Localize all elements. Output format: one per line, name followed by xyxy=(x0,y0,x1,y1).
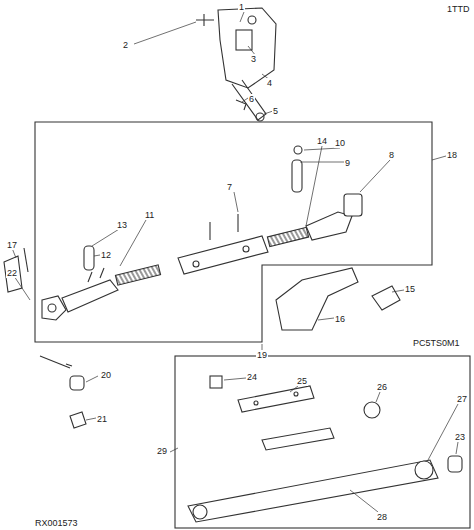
clip xyxy=(236,100,246,110)
callout-number: 1 xyxy=(238,2,245,12)
bracket-slot xyxy=(236,30,252,50)
link-plate xyxy=(238,386,314,412)
leader-lines xyxy=(12,12,458,512)
callout-number: 29 xyxy=(156,446,168,456)
group-frame xyxy=(35,122,432,342)
callout-number: 10 xyxy=(334,138,346,148)
callout-number: 23 xyxy=(454,432,466,442)
callout-number: 12 xyxy=(100,250,112,260)
lower-link-frame xyxy=(175,356,470,528)
nut xyxy=(210,376,222,388)
left-link-body xyxy=(62,280,118,312)
pin-sleeve xyxy=(344,194,362,216)
callout-number: 6 xyxy=(248,94,255,104)
right-thread xyxy=(267,227,308,246)
callout-number: 25 xyxy=(296,376,308,386)
grease-fitting xyxy=(237,214,238,232)
callout-number: 9 xyxy=(344,158,351,168)
callout-number: 19 xyxy=(256,350,268,360)
link-strap xyxy=(262,428,334,450)
bolt xyxy=(196,14,214,26)
grease-fitting xyxy=(209,222,210,240)
bracket-hole xyxy=(248,16,256,24)
callout-number: 28 xyxy=(376,512,388,522)
callout-number: 13 xyxy=(116,220,128,230)
callout-number: 2 xyxy=(122,40,129,50)
callout-number: 5 xyxy=(272,106,279,116)
drawing-code: RX001573 xyxy=(34,518,79,528)
callout-number: 15 xyxy=(404,284,416,294)
small-clip xyxy=(372,286,400,310)
callout-number: 22 xyxy=(6,268,18,278)
center-tube xyxy=(178,236,268,274)
left-thread xyxy=(115,265,160,285)
callout-number: 16 xyxy=(334,314,346,324)
drawing-code: PC5TS0M1 xyxy=(412,338,461,348)
callout-number: 8 xyxy=(388,150,395,160)
callout-number: 27 xyxy=(456,394,468,404)
callout-number: 4 xyxy=(266,78,273,88)
tube-hole xyxy=(193,261,199,267)
lynch-pin xyxy=(70,412,86,428)
callout-number: 3 xyxy=(250,54,257,64)
plate-hole xyxy=(294,392,298,396)
plate-hole xyxy=(254,401,258,405)
stabilizer-plate xyxy=(276,268,358,330)
pin-rod xyxy=(24,248,28,272)
callout-number: 11 xyxy=(144,210,155,220)
callout-number: 26 xyxy=(376,382,388,392)
right-fork xyxy=(306,212,352,240)
callout-number: 18 xyxy=(446,150,458,160)
pin xyxy=(292,160,302,192)
arm-hole xyxy=(256,113,264,121)
bracket-arm xyxy=(232,80,266,120)
pin xyxy=(84,246,94,270)
washer xyxy=(294,146,302,154)
ball-joint xyxy=(364,402,380,418)
tube-hole xyxy=(243,246,249,252)
side-bracket xyxy=(4,256,22,292)
callout-number: 24 xyxy=(246,372,258,382)
spring-pin xyxy=(40,356,72,368)
callout-number: 21 xyxy=(96,414,108,424)
eye-hole xyxy=(48,304,56,312)
lower-link xyxy=(188,460,438,522)
callout-number: 17 xyxy=(6,240,18,250)
bushing xyxy=(70,376,84,390)
link-eye xyxy=(193,505,207,519)
callout-number: 14 xyxy=(316,136,328,146)
drawing-code: 1TTD xyxy=(446,4,471,14)
link-ball xyxy=(415,461,433,479)
upper-bracket xyxy=(218,8,276,88)
ball-end xyxy=(448,456,462,472)
callout-number: 7 xyxy=(226,182,233,192)
part-outlines xyxy=(4,8,470,528)
callout-number: 20 xyxy=(100,370,112,380)
